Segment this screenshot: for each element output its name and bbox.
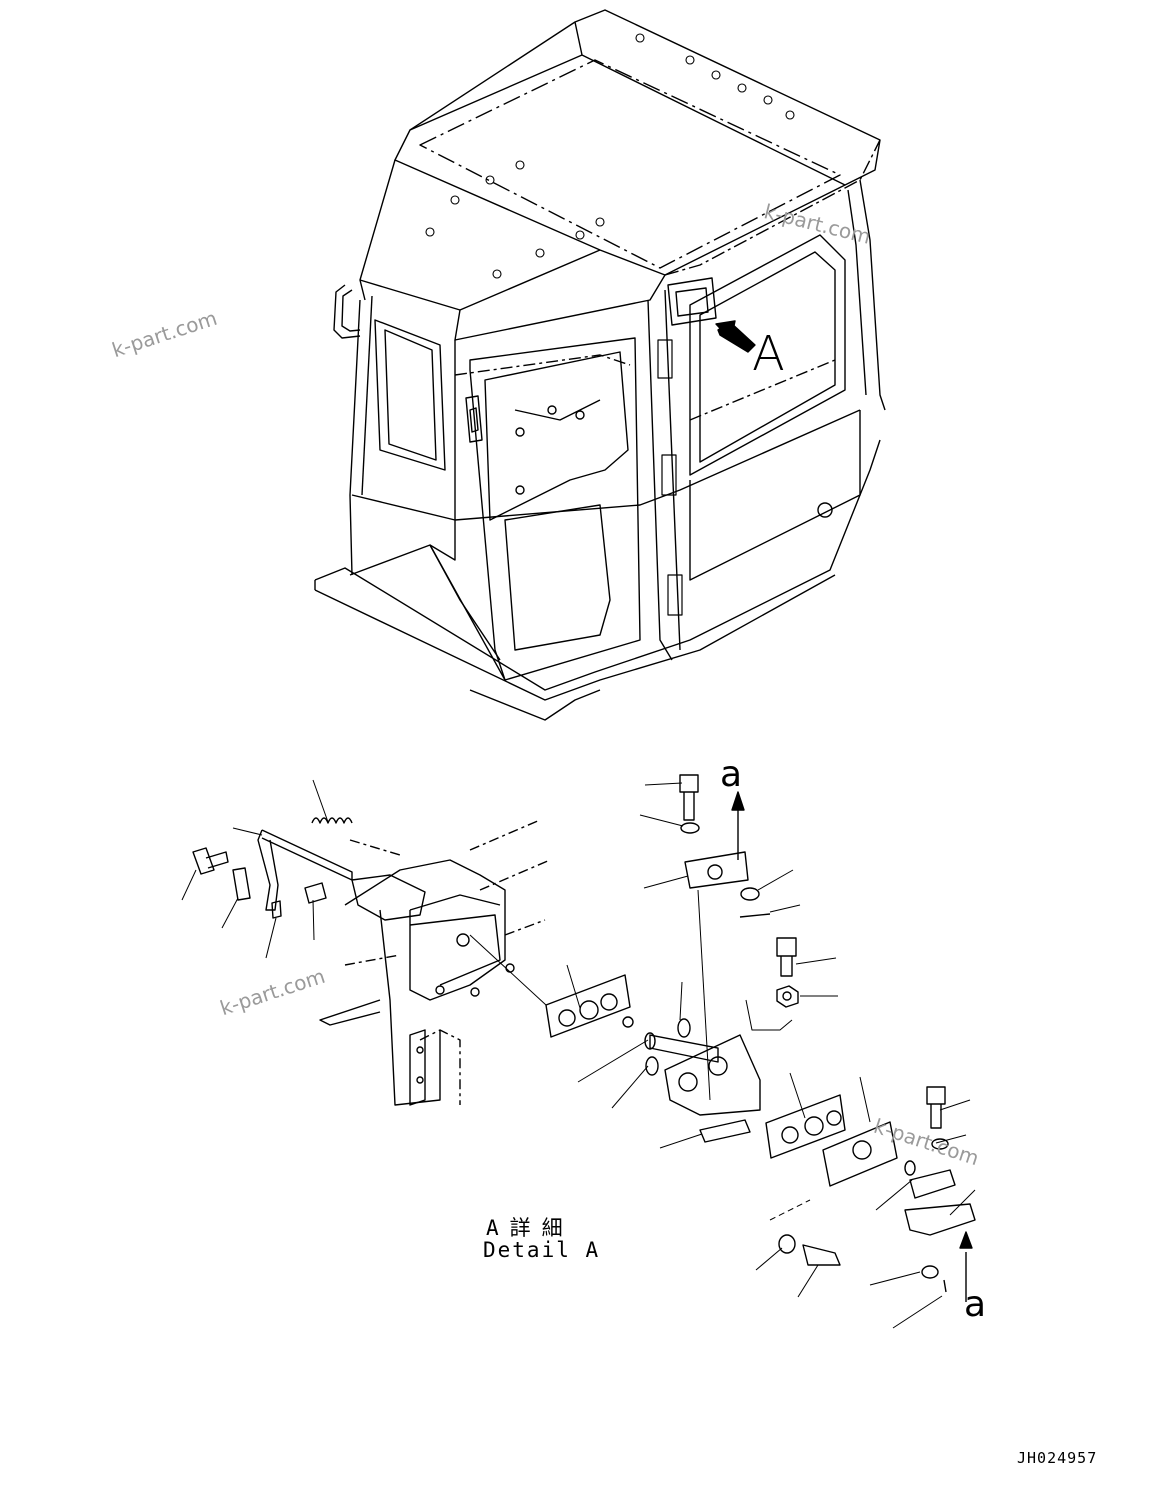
striker-pin (649, 1034, 719, 1063)
washer-top (680, 822, 700, 834)
cab-handrail (333, 284, 361, 339)
leader-lines (181, 779, 976, 1329)
cab-door-handle (465, 395, 483, 443)
ref-label-top: a (720, 754, 743, 795)
latch-body (684, 851, 749, 889)
cab-door (469, 337, 641, 681)
hex-bolt-mid (776, 937, 797, 957)
striker-bracket (351, 874, 426, 921)
detail-title-en: Detail A (483, 1238, 601, 1262)
lever-plate (232, 867, 251, 901)
roof-bolts (425, 33, 795, 279)
cab-rear-pillar (859, 179, 886, 411)
hex-bolt-right (926, 1086, 946, 1105)
shim-plate-2 (765, 1094, 846, 1159)
bolt-flange (192, 847, 215, 875)
hex-bolt-bottom (802, 1244, 841, 1266)
shim-plate-3 (822, 1121, 898, 1187)
rubber-stop (304, 882, 327, 904)
striker-plate (664, 1034, 761, 1116)
cab-roof-frame (574, 9, 881, 186)
shim-plate-1 (545, 974, 631, 1038)
latch-hook (909, 1169, 956, 1199)
lock-lever (257, 829, 279, 911)
view-a-label: A (752, 326, 785, 382)
detail-a (181, 774, 976, 1329)
detail-a-location (667, 277, 717, 326)
hex-bolt-top (679, 774, 699, 793)
backing-plate (699, 1119, 751, 1143)
cab-front-pillar-right (647, 299, 673, 661)
latch-lever (904, 1203, 976, 1236)
drawing-number: JH024957 (1017, 1449, 1098, 1467)
cab-floor-frame (314, 439, 881, 691)
hex-nut (776, 985, 799, 1008)
cab-front-pillar-left (349, 299, 361, 576)
pin-clip (271, 900, 282, 919)
lock-rod (261, 829, 353, 881)
cab-rear-window (689, 234, 846, 476)
cab-lower-body (351, 409, 861, 521)
ref-label-bottom: a (964, 1284, 987, 1325)
cab-hinges (657, 339, 683, 616)
detail-pillar (344, 859, 506, 1001)
split-pin (739, 913, 771, 918)
washer-right (740, 887, 760, 901)
cab-assembly (314, 9, 886, 721)
detail-title-jp: A詳細 (486, 1216, 574, 1240)
return-spring (311, 817, 353, 824)
cab-side-window (374, 319, 446, 471)
